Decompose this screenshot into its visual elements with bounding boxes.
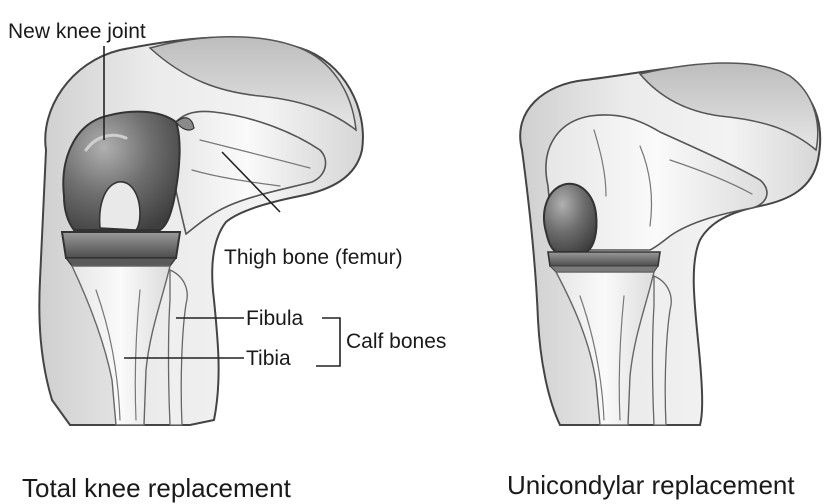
caption-unicondylar: Unicondylar replacement bbox=[507, 470, 795, 500]
captions: Total knee replacement Unicondylar repla… bbox=[22, 470, 795, 503]
right-unicondylar-component bbox=[544, 184, 596, 252]
caption-total-knee: Total knee replacement bbox=[22, 473, 292, 503]
label-fibula: Fibula bbox=[246, 307, 304, 330]
total-knee-illustration bbox=[39, 37, 363, 425]
label-calf-bones: Calf bones bbox=[346, 330, 446, 353]
label-thigh-bone: Thigh bone (femur) bbox=[224, 246, 403, 269]
label-new-knee-joint: New knee joint bbox=[8, 20, 146, 43]
left-tibial-tray bbox=[62, 232, 180, 258]
right-tibial-insert bbox=[548, 252, 660, 266]
label-tibia: Tibia bbox=[246, 347, 291, 370]
unicondylar-knee-illustration bbox=[520, 63, 820, 425]
